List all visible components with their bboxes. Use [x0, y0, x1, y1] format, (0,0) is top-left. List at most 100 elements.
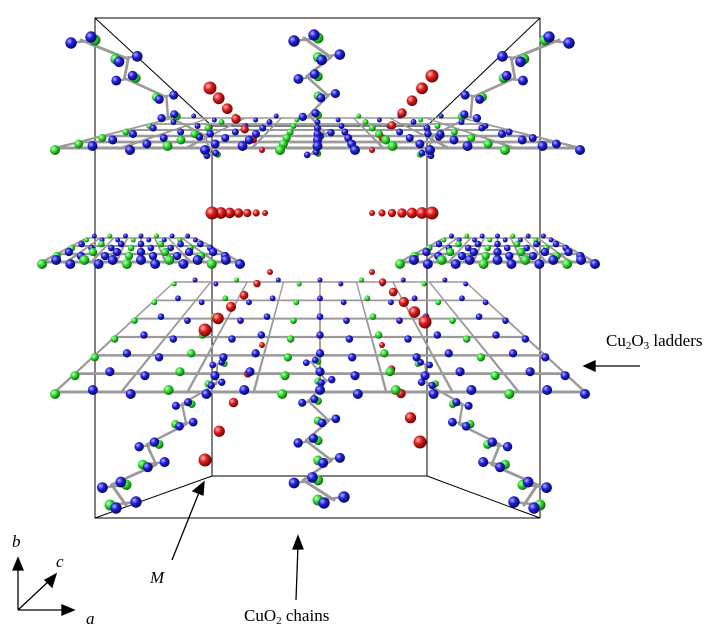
oxygen-atom: [206, 129, 214, 138]
m-site-atom: [406, 95, 418, 106]
cu-atom: [476, 353, 486, 362]
bond: [431, 354, 444, 375]
oxygen-atom: [317, 277, 323, 283]
ladders-label-sub1: 2: [625, 340, 632, 352]
oxygen-atom: [211, 117, 217, 123]
cu-atom: [455, 240, 462, 248]
oxygen-atom: [459, 295, 465, 302]
oxygen-atom: [341, 128, 349, 136]
bond: [370, 134, 379, 144]
bond: [97, 245, 108, 255]
bond: [150, 336, 167, 357]
oxygen-atom: [464, 255, 475, 265]
oxygen-atom: [148, 251, 158, 261]
oxygen-atom: [335, 117, 341, 123]
cu-atom: [222, 295, 229, 302]
m-site-atom: [205, 206, 219, 220]
oxygen-atom: [505, 251, 514, 261]
cu-atom: [375, 130, 383, 138]
oxygen-atom: [125, 145, 135, 155]
ladders-label-sub2: 3: [643, 340, 650, 352]
bond: [536, 237, 550, 247]
oxygen-atom: [433, 331, 442, 339]
oxygen-atom: [331, 414, 341, 424]
cu-atom: [218, 119, 225, 125]
bond: [167, 237, 177, 247]
oxygen-atom: [474, 240, 482, 248]
cu-atom: [356, 113, 362, 119]
bond: [355, 281, 363, 302]
oxygen-atom: [518, 75, 528, 86]
bond: [236, 281, 248, 302]
oxygen-atom: [575, 145, 585, 155]
m-site-atom: [418, 315, 432, 329]
oxygen-atom: [415, 139, 425, 149]
oxygen-atom: [442, 277, 448, 283]
oxygen-atom: [100, 251, 110, 261]
oxygen-atom: [478, 457, 489, 468]
oxygen-atom: [64, 247, 74, 257]
oxygen-atom: [503, 244, 511, 252]
cu-atom: [283, 353, 292, 362]
bond: [455, 245, 465, 255]
oxygen-atom: [85, 31, 97, 43]
oxygen-atom: [522, 476, 534, 488]
oxygen-atom: [170, 110, 179, 119]
oxygen-atom: [218, 378, 226, 386]
oxygen-atom: [493, 247, 502, 257]
cu-atom: [187, 349, 196, 358]
bond: [307, 399, 331, 422]
oxygen-atom: [293, 438, 303, 448]
oxygen-atom: [146, 237, 152, 243]
oxygen-atom: [508, 349, 518, 358]
bond: [441, 372, 454, 394]
m-site-atom: [214, 207, 227, 219]
m-site-atom: [387, 121, 397, 130]
bond: [135, 354, 153, 375]
c-axis-arrow: [17, 579, 51, 611]
oxygen-atom: [448, 417, 457, 427]
oxygen-atom: [564, 247, 573, 257]
oxygen-atom: [113, 56, 125, 68]
cu-atom: [441, 237, 447, 243]
oxygen-atom: [167, 244, 175, 252]
bond: [180, 402, 188, 426]
oxygen-atom: [528, 251, 538, 261]
oxygen-atom: [487, 437, 497, 447]
oxygen-atom: [494, 240, 501, 248]
cu-atom: [500, 145, 510, 155]
cu-atom: [510, 233, 516, 239]
oxygen-atom: [466, 385, 477, 395]
bond: [442, 123, 463, 131]
oxygen-atom: [457, 251, 467, 261]
oxygen-atom: [171, 401, 180, 410]
cu-atom: [160, 247, 170, 257]
oxygen-atom: [548, 237, 554, 243]
m-site-atom: [416, 207, 428, 219]
bond: [380, 372, 388, 394]
cu-atom: [50, 389, 60, 399]
m-site-atom: [222, 103, 233, 114]
cu-atom: [234, 277, 240, 283]
oxygen-atom: [105, 367, 115, 377]
bond: [123, 57, 130, 80]
oxygen-atom: [93, 259, 104, 269]
chains-label-prefix: CuO: [244, 606, 277, 625]
oxygen-atom: [528, 502, 540, 514]
bond: [195, 281, 212, 302]
oxygen-atom: [501, 70, 512, 81]
bond: [165, 96, 170, 118]
cu-atom: [131, 317, 138, 324]
bond: [172, 123, 193, 131]
oxygen-atom: [154, 94, 164, 104]
oxygen-atom: [251, 349, 260, 358]
oxygen-atom: [338, 123, 345, 129]
oxygen-atom: [244, 135, 254, 145]
bond: [490, 443, 502, 466]
oxygen-atom: [170, 119, 177, 125]
ladders-label-prefix: Cu: [606, 331, 626, 350]
oxygen-atom: [463, 281, 469, 287]
bond: [458, 317, 475, 338]
oxygen-atom: [65, 37, 77, 49]
bond: [458, 402, 464, 426]
